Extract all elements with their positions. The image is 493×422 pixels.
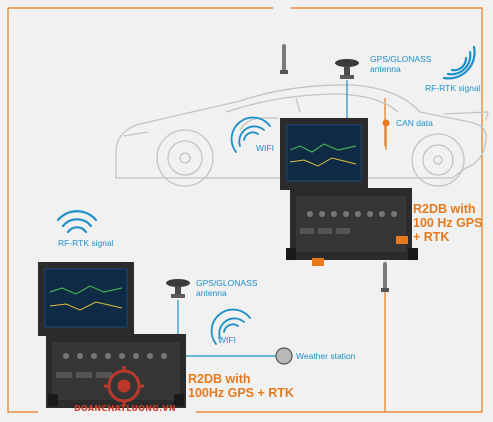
- gnss-bottom-line-2: antenna: [196, 288, 227, 298]
- gnss-antenna-top-label: GPS/GLONASS antenna: [370, 54, 431, 74]
- rtk-signal-left-label: RF-RTK signal: [58, 238, 114, 248]
- wifi-bottom-label: WIFI: [218, 335, 236, 345]
- r2db-bottom-line-2: 100Hz GPS + RTK: [188, 386, 294, 400]
- r2db-device-bottom: [38, 262, 186, 408]
- weather-station-icon: [275, 347, 293, 365]
- rod-antenna-icon: [280, 44, 288, 74]
- can-data-label: CAN data: [396, 118, 433, 128]
- rod-antenna-icon: [381, 262, 389, 292]
- wifi-signal-icon: [210, 308, 251, 345]
- car-sketch: [115, 84, 489, 187]
- wifi-top-label: WIFI: [256, 143, 274, 153]
- gnss-bottom-line-1: GPS/GLONASS: [196, 278, 258, 288]
- gnss-top-line-2: antenna: [370, 64, 401, 74]
- r2db-top-line-2: 100 Hz GPS: [413, 216, 483, 230]
- watermark-logo-icon: [104, 366, 144, 406]
- watermark-text: DOANCHATLUONG.VN: [74, 404, 176, 413]
- can-data-point: [382, 119, 390, 127]
- gnss-antenna-bottom-label: GPS/GLONASS antenna: [196, 278, 257, 298]
- r2db-bottom-line-1: R2DB with: [188, 372, 251, 386]
- gnss-top-line-1: GPS/GLONASS: [370, 54, 432, 64]
- wifi-signal-icon: [442, 45, 476, 80]
- r2db-top-line-3: + RTK: [413, 230, 450, 244]
- rtk-signal-top-label: RF-RTK signal: [425, 83, 481, 93]
- r2db-bottom-label: R2DB with 100Hz GPS + RTK: [188, 372, 294, 400]
- r2db-top-line-1: R2DB with: [413, 202, 476, 216]
- r2db-device-top: [280, 118, 418, 266]
- wifi-signal-icon: [56, 210, 98, 234]
- weather-station-label: Weather station: [296, 351, 356, 361]
- gnss-antenna-icon: [166, 279, 190, 298]
- gnss-antenna-icon: [335, 59, 359, 79]
- r2db-top-label: R2DB with 100 Hz GPS + RTK: [413, 202, 482, 244]
- wifi-signal-icon: [230, 116, 271, 153]
